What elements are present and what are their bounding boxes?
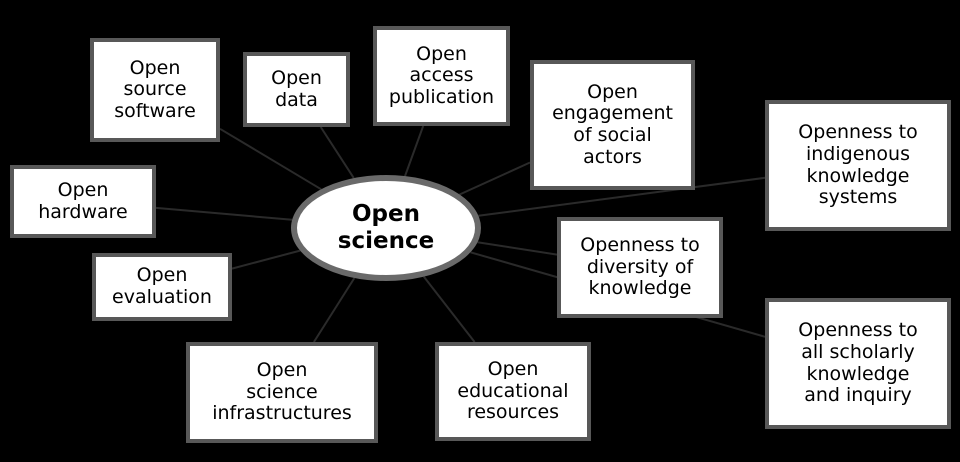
- node-open-hardware[interactable]: Open hardware: [10, 165, 156, 238]
- node-open-access-publication[interactable]: Open access publication: [373, 26, 510, 126]
- node-label: Open access publication: [388, 42, 495, 108]
- node-label: Open hardware: [38, 178, 128, 223]
- node-open-educational-resources[interactable]: Open educational resources: [435, 342, 591, 441]
- connector-open-educational-resources: [423, 275, 476, 343]
- node-label: Open data: [271, 66, 322, 111]
- node-open-science-infrastructures[interactable]: Open science infrastructures: [186, 342, 378, 443]
- connector-open-source-software: [219, 127, 322, 191]
- node-openness-to-indigenous-knowledge-systems[interactable]: Openness to indigenous knowledge systems: [765, 100, 951, 231]
- connector-open-engagement-of-social-actors: [459, 161, 531, 196]
- connector-open-access-publication: [404, 125, 425, 177]
- node-openness-to-diversity-of-knowledge[interactable]: Openness to diversity of knowledge: [557, 217, 723, 318]
- node-label: Open science infrastructures: [212, 359, 352, 425]
- node-label: Open educational resources: [457, 358, 569, 424]
- node-open-engagement-of-social-actors[interactable]: Open engagement of social actors: [530, 60, 695, 190]
- connector-open-data: [319, 126, 355, 179]
- connector-openness-to-diversity-of-knowledge: [477, 241, 558, 256]
- connector-open-hardware: [155, 206, 293, 221]
- center-node-open-science[interactable]: Open science: [291, 175, 481, 281]
- node-openness-to-all-scholarly-knowledge-and-inquiry[interactable]: Openness to all scholarly knowledge and …: [765, 298, 951, 429]
- node-label: Openness to all scholarly knowledge and …: [798, 319, 918, 407]
- node-label: Open engagement of social actors: [552, 80, 673, 168]
- node-label: Openness to indigenous knowledge systems: [798, 121, 918, 209]
- node-label: Open evaluation: [112, 264, 212, 308]
- connector-open-science-infrastructures: [313, 277, 356, 343]
- center-node-label: Open science: [337, 201, 435, 254]
- connector-open-evaluation: [231, 249, 301, 270]
- node-label: Openness to diversity of knowledge: [580, 234, 700, 300]
- node-open-data[interactable]: Open data: [243, 52, 350, 127]
- node-open-source-software[interactable]: Open source software: [90, 38, 220, 142]
- node-open-evaluation[interactable]: Open evaluation: [92, 253, 232, 321]
- node-label: Open source software: [114, 56, 196, 122]
